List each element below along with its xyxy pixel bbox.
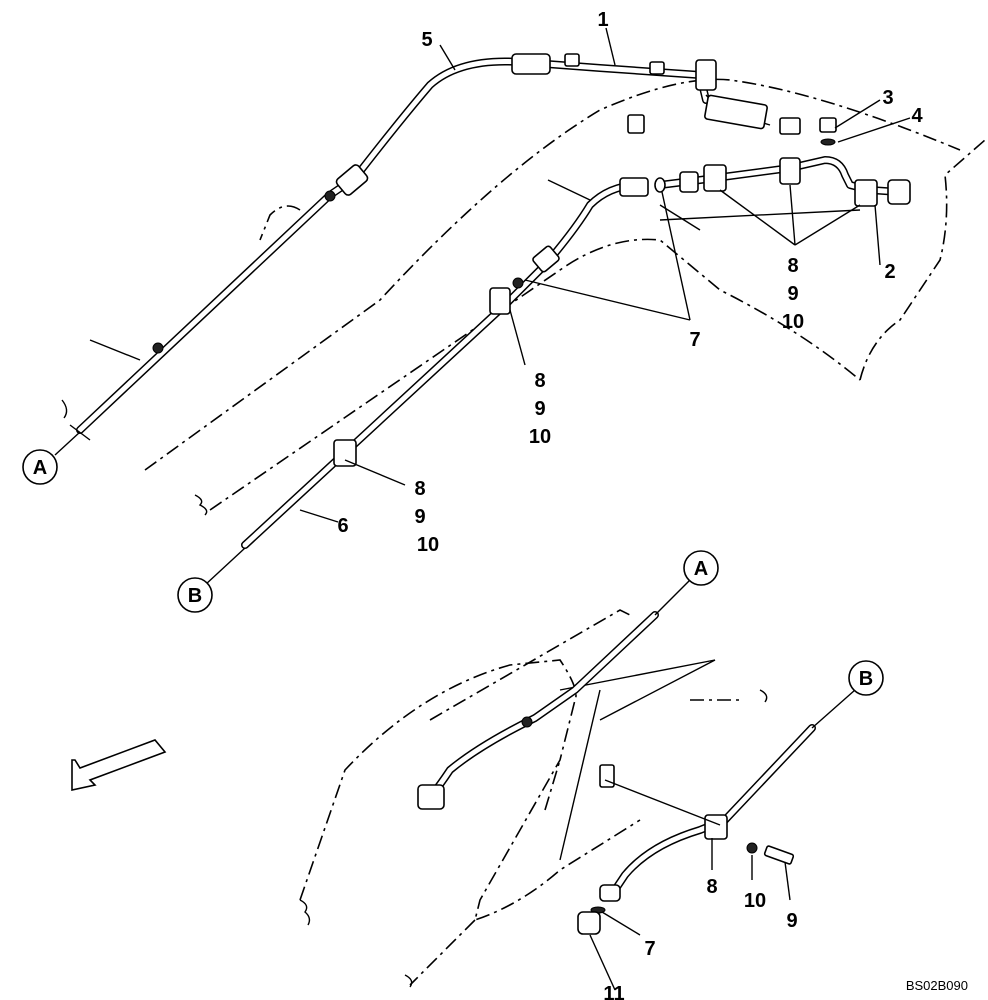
part-label: 8 xyxy=(414,478,425,500)
connector-label: B xyxy=(859,668,873,690)
part-label: 8 xyxy=(706,876,717,898)
part-label: 1 xyxy=(597,9,608,31)
part-label: 10 xyxy=(744,890,766,912)
connector-a-lower: A xyxy=(683,550,719,586)
direction-arrow xyxy=(71,739,167,791)
part-label: 6 xyxy=(337,515,348,537)
lower-tube-b xyxy=(577,689,856,935)
part-label: 10 xyxy=(529,426,551,448)
diagram-code: BS02B090 xyxy=(906,978,968,993)
part-label: 10 xyxy=(782,311,804,333)
connector-label: A xyxy=(33,457,47,479)
part-label: 8 xyxy=(534,370,545,392)
part-labels: 1 2 3 4 5 6 7 8 9 10 8 9 10 8 9 10 8 10 … xyxy=(337,9,923,1000)
part-label: 8 xyxy=(787,255,798,277)
part-label: 11 xyxy=(603,983,624,1000)
tube-5-and-1 xyxy=(61,57,710,441)
part-label: 2 xyxy=(884,261,895,283)
leaders-lower xyxy=(589,779,791,991)
part-label: 9 xyxy=(414,506,425,528)
connector-b-lower: B xyxy=(848,660,884,696)
part-label: 9 xyxy=(786,910,797,932)
lower-outline xyxy=(299,609,768,988)
tube-6 xyxy=(241,177,666,549)
lower-tube-a xyxy=(417,574,696,810)
part-label: 4 xyxy=(911,105,923,127)
connector-a-upper: A xyxy=(22,449,58,485)
tube-2 xyxy=(656,156,911,207)
leaders-upper xyxy=(54,27,911,586)
connector-label: B xyxy=(188,585,202,607)
part-3-cap xyxy=(819,117,837,133)
part-label: 7 xyxy=(689,329,700,351)
boom-outline-upper xyxy=(144,78,986,516)
part-label: 7 xyxy=(644,938,655,960)
part-label: 3 xyxy=(882,87,893,109)
part-label: 9 xyxy=(787,283,798,305)
fitting-upper-1 xyxy=(152,164,369,354)
part-label: 5 xyxy=(421,29,432,51)
connector-label: A xyxy=(694,558,708,580)
valve-block-upper xyxy=(627,94,837,146)
part-label: 10 xyxy=(417,534,439,556)
connector-b-upper: B xyxy=(177,577,213,613)
part-4-oring xyxy=(820,138,836,146)
part-label: 9 xyxy=(534,398,545,420)
fitting-upper-2 xyxy=(511,53,717,91)
